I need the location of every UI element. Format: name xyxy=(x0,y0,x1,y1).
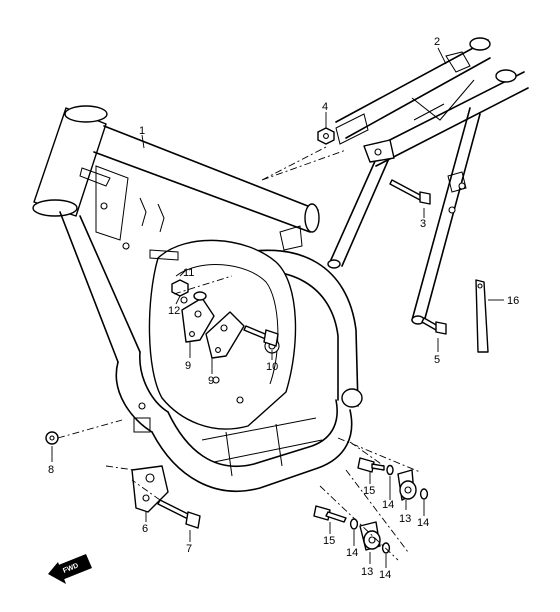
strap-16 xyxy=(475,279,489,353)
callout-5: 5 xyxy=(434,354,440,366)
nut-12 xyxy=(171,279,189,297)
callout-12: 12 xyxy=(168,305,180,317)
callout-16: 16 xyxy=(507,295,519,307)
callout-9a: 9 xyxy=(185,360,191,372)
callout-11: 11 xyxy=(183,267,194,279)
callout-9b: 9 xyxy=(208,375,214,387)
callout-6: 6 xyxy=(142,523,148,535)
callout-13a: 13 xyxy=(399,513,411,525)
spacer-13-lower xyxy=(359,521,381,551)
nut-4 xyxy=(317,127,335,145)
callout-10: 10 xyxy=(266,361,278,373)
callout-4: 4 xyxy=(322,101,328,113)
nut-8 xyxy=(45,431,59,445)
callout-14c: 14 xyxy=(346,547,358,559)
bolt-15-upper xyxy=(357,457,385,473)
spacer-13-upper xyxy=(397,469,417,501)
callout-14a: 14 xyxy=(382,499,394,511)
rear-subframe xyxy=(327,37,529,325)
callout-3: 3 xyxy=(420,218,426,230)
bolt-10 xyxy=(243,325,279,347)
callout-14d: 14 xyxy=(379,569,391,581)
assembly-lines xyxy=(57,145,421,561)
fwd-arrow-icon: FWD xyxy=(48,554,92,584)
bracket-9b xyxy=(205,311,245,359)
washer-14-upper-a xyxy=(386,464,394,476)
callout-15b: 15 xyxy=(323,535,335,547)
callout-labels: 1 2 3 4 5 6 7 8 9 9 10 11 12 13 13 14 14… xyxy=(48,36,519,581)
callout-8: 8 xyxy=(48,464,54,476)
callout-15a: 15 xyxy=(363,485,375,497)
leader-lines xyxy=(51,47,504,568)
callout-7: 7 xyxy=(186,543,192,555)
washer-14-lower-a xyxy=(349,518,359,530)
bolt-5 xyxy=(421,317,447,335)
callout-14b: 14 xyxy=(417,517,429,529)
bolt-15-lower xyxy=(313,505,347,523)
callout-1: 1 xyxy=(139,125,145,137)
bolt-3 xyxy=(389,179,431,205)
callout-13b: 13 xyxy=(361,566,373,578)
collar-11 xyxy=(193,291,207,301)
washer-14-upper-b xyxy=(419,488,429,500)
callout-2: 2 xyxy=(434,36,440,48)
bolt-7 xyxy=(157,499,201,529)
